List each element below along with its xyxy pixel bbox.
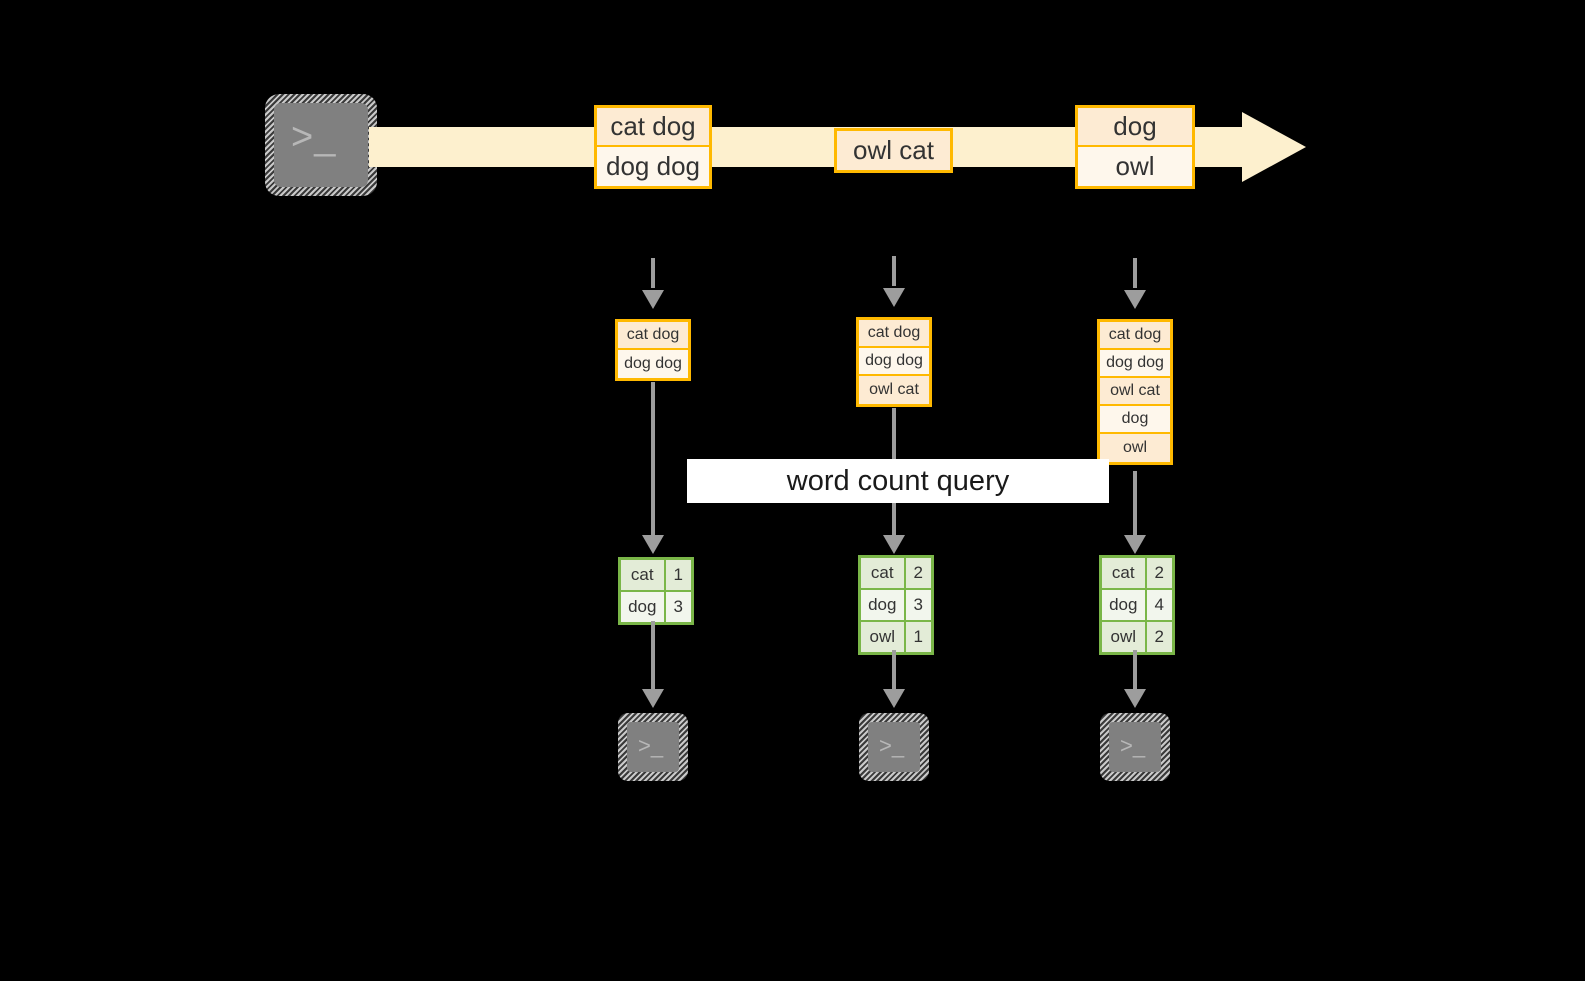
sink-connector-stage-2 <box>892 650 896 693</box>
sink-terminal-icon-stage-1: >_ <box>618 713 688 781</box>
table-row: dog 3 <box>861 590 931 622</box>
sink-terminal-icon-stage-3: >_ <box>1100 713 1170 781</box>
sink-terminal-icon-stage-2: >_ <box>859 713 929 781</box>
prompt-glyph: >_ <box>1120 733 1146 758</box>
result-table-stage-1: cat 1 dog 3 <box>618 557 694 625</box>
stream-message-line: owl <box>1078 147 1192 186</box>
accumulated-line: owl <box>1100 434 1170 462</box>
query-connector-arrowhead <box>883 535 905 554</box>
query-label: word count query <box>687 459 1109 503</box>
table-row: dog 3 <box>621 592 691 622</box>
accumulated-lines-stage-3: cat dog dog dog owl cat dog owl <box>1097 319 1173 465</box>
prompt-glyph: >_ <box>291 116 337 158</box>
result-count: 2 <box>905 558 931 588</box>
sink-connector-stage-3 <box>1133 650 1137 693</box>
sink-connector-arrowhead <box>883 689 905 708</box>
accumulated-line: owl cat <box>1100 378 1170 406</box>
accumulated-line: dog <box>1100 406 1170 434</box>
input-stream-arrow-head <box>1242 112 1306 182</box>
result-word: owl <box>861 622 906 652</box>
accumulated-line: cat dog <box>618 322 688 350</box>
sink-connector-arrowhead <box>642 689 664 708</box>
stream-message-line: dog dog <box>597 147 709 186</box>
prompt-glyph: >_ <box>879 733 905 758</box>
table-row: cat 2 <box>1102 558 1172 590</box>
prompt-glyph: >_ <box>638 733 664 758</box>
stream-message-line: owl cat <box>837 131 950 170</box>
stream-message-line: dog <box>1078 108 1192 147</box>
table-row: cat 1 <box>621 560 691 592</box>
dashed-connector-segment <box>892 256 896 286</box>
result-table-stage-2: cat 2 dog 3 owl 1 <box>858 555 934 655</box>
result-word: cat <box>861 558 906 588</box>
dashed-connector-arrowhead <box>1124 290 1146 309</box>
accumulated-line: cat dog <box>859 320 929 348</box>
result-count: 2 <box>1146 622 1172 652</box>
table-row: owl 1 <box>861 622 931 652</box>
stream-message-batch-3: dog owl <box>1075 105 1195 189</box>
result-count: 3 <box>905 590 931 620</box>
result-count: 4 <box>1146 590 1172 620</box>
query-connector-arrowhead <box>642 535 664 554</box>
result-word: owl <box>1102 622 1147 652</box>
table-row: owl 2 <box>1102 622 1172 652</box>
query-connector-stage-3 <box>1133 471 1137 539</box>
accumulated-line: cat dog <box>1100 322 1170 350</box>
dashed-connector-segment <box>651 258 655 288</box>
accumulated-line: dog dog <box>618 350 688 378</box>
result-word: dog <box>861 590 906 620</box>
accumulated-lines-stage-1: cat dog dog dog <box>615 319 691 381</box>
stream-message-line: cat dog <box>597 108 709 147</box>
result-count: 2 <box>1146 558 1172 588</box>
result-word: dog <box>1102 590 1147 620</box>
accumulated-line: dog dog <box>1100 350 1170 378</box>
accumulated-lines-stage-2: cat dog dog dog owl cat <box>856 317 932 407</box>
source-terminal-icon: >_ <box>265 94 377 196</box>
dashed-connector-segment <box>1133 258 1137 288</box>
table-row: dog 4 <box>1102 590 1172 622</box>
accumulated-line: dog dog <box>859 348 929 376</box>
dashed-connector-arrowhead <box>642 290 664 309</box>
query-connector-arrowhead <box>1124 535 1146 554</box>
query-connector-stage-1 <box>651 382 655 539</box>
result-table-stage-3: cat 2 dog 4 owl 2 <box>1099 555 1175 655</box>
result-word: cat <box>1102 558 1147 588</box>
result-count: 3 <box>665 592 691 622</box>
dashed-connector-arrowhead <box>883 288 905 307</box>
result-word: cat <box>621 560 666 590</box>
stream-message-batch-2: owl cat <box>834 128 953 173</box>
sink-connector-arrowhead <box>1124 689 1146 708</box>
accumulated-line: owl cat <box>859 376 929 404</box>
stream-message-batch-1: cat dog dog dog <box>594 105 712 189</box>
result-count: 1 <box>905 622 931 652</box>
result-word: dog <box>621 592 666 622</box>
table-row: cat 2 <box>861 558 931 590</box>
sink-connector-stage-1 <box>651 621 655 693</box>
result-count: 1 <box>665 560 691 590</box>
